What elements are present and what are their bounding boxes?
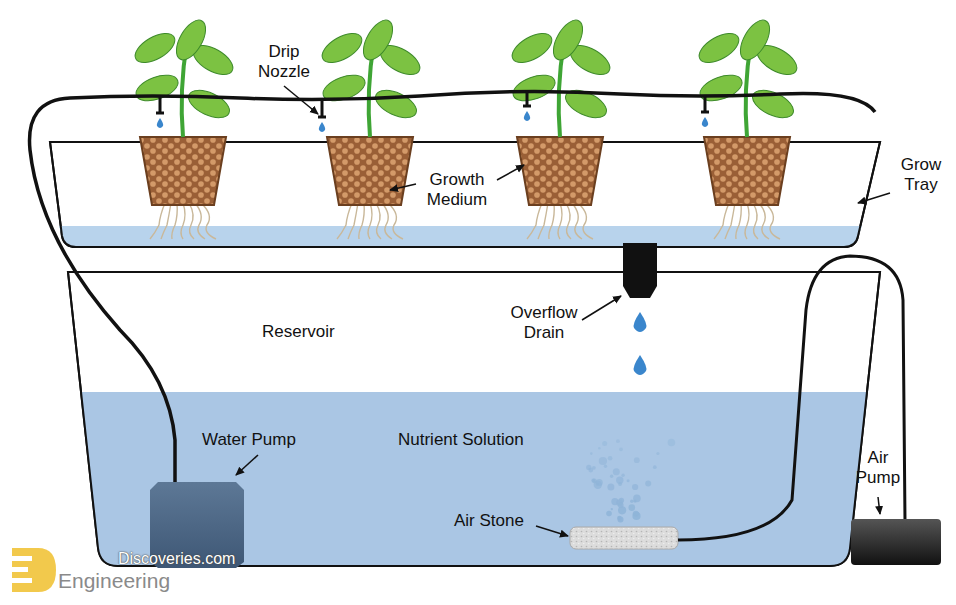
part-label: Air Pump — [851, 448, 905, 488]
part-label: Water Pump — [202, 430, 296, 450]
leader-arrows — [236, 86, 890, 536]
plants — [130, 15, 801, 239]
logo-mark — [12, 548, 56, 592]
plant-pot — [694, 15, 801, 239]
watermark: Engineering — [58, 569, 170, 593]
part-label: Overflow Drain — [503, 303, 585, 343]
part-label: Reservoir — [262, 322, 335, 342]
part-label: Growth Medium — [414, 170, 500, 210]
plant-pot — [317, 15, 424, 239]
air-bubbles — [586, 439, 675, 523]
part-label: Air Stone — [454, 511, 524, 531]
drip-nozzles — [156, 90, 709, 132]
drip-tube — [30, 91, 876, 488]
air-stone — [570, 527, 678, 549]
part-label: Grow Tray — [892, 155, 950, 195]
part-label: Drip Nozzle — [246, 42, 322, 82]
watermark: Discoveries.com — [118, 549, 235, 569]
air-pump — [851, 519, 941, 565]
tray-water — [59, 226, 862, 247]
plant-pot — [130, 15, 237, 239]
part-label: Nutrient Solution — [398, 430, 524, 450]
plant-pot — [507, 15, 614, 239]
overflow-drain — [623, 243, 657, 298]
air-tube — [678, 256, 905, 540]
